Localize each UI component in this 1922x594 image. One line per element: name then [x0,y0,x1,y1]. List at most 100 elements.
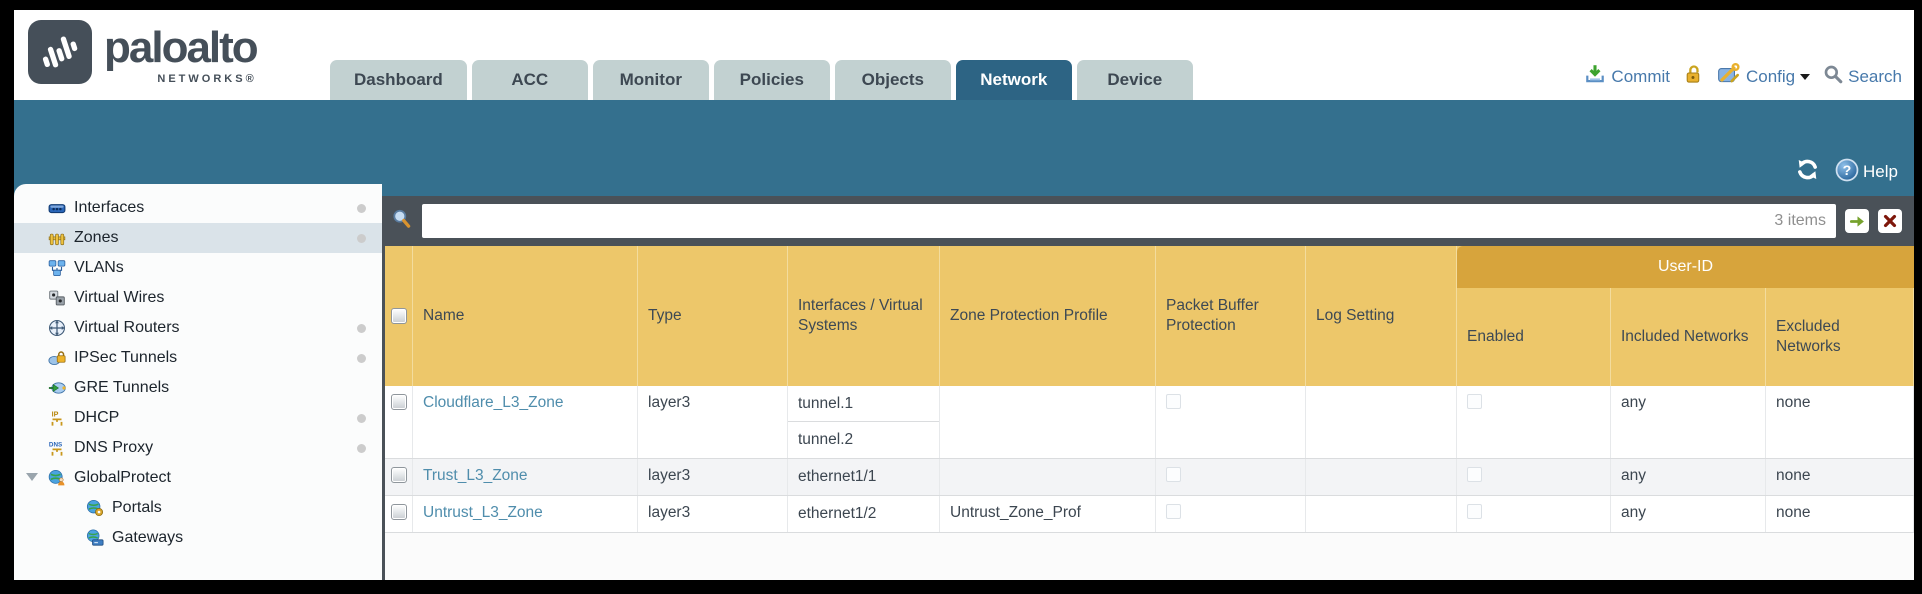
ipsec-tunnels-icon [48,349,66,367]
portals-icon [86,499,104,517]
config-menu-button[interactable]: Config [1717,62,1811,90]
sidebar-item-gateways[interactable]: Gateways [14,523,382,553]
svg-text:?: ? [1843,162,1852,178]
tab-acc[interactable]: ACC [471,60,588,100]
column-header-log-setting[interactable]: Log Setting [1306,246,1457,386]
column-header-interfaces[interactable]: Interfaces / Virtual Systems [788,246,940,386]
sidebar-item-globalprotect[interactable]: GlobalProtect [14,463,382,493]
zone-name-link[interactable]: Trust_L3_Zone [423,467,528,484]
sidebar-item-ipsec-tunnels[interactable]: IPSec Tunnels [14,343,382,373]
cell-excluded-networks: none [1766,459,1914,495]
clear-filter-button[interactable] [1878,209,1902,233]
help-button[interactable]: ? Help [1835,158,1898,187]
cell-included-networks: any [1611,459,1766,495]
cell-user-id-enabled [1457,459,1611,495]
column-header-packet-buffer-protection[interactable]: Packet Buffer Protection [1156,246,1306,386]
commit-button[interactable]: Commit [1584,63,1670,90]
zones-table-header: Name Type Interfaces / Virtual Systems Z… [385,246,1914,386]
refresh-icon[interactable] [1794,156,1821,188]
interfaces-icon [48,199,66,217]
row-select-cell [385,386,413,458]
tab-dashboard[interactable]: Dashboard [330,60,467,100]
sidebar-item-label: Interfaces [74,199,145,216]
cell-user-id-enabled [1457,496,1611,532]
tab-monitor[interactable]: Monitor [592,60,709,100]
select-all-checkbox[interactable] [390,308,407,324]
row-select-checkbox[interactable] [390,394,407,410]
zone-name-link[interactable]: Untrust_L3_Zone [423,504,543,521]
gre-tunnels-icon [48,379,66,397]
sidebar-item-zones[interactable]: Zones [14,223,382,253]
filter-input-box: 3 items [422,204,1836,238]
cell-name: Cloudflare_L3_Zone [413,386,638,458]
header-select-all-cell [385,246,413,386]
column-header-enabled[interactable]: Enabled [1457,288,1611,386]
table-filter-bar: 3 items [385,196,1914,246]
search-button[interactable]: Search [1823,64,1902,89]
column-header-included-networks[interactable]: Included Networks [1611,288,1766,386]
cell-zone-protection-profile [940,459,1156,495]
filter-input[interactable] [432,212,1775,230]
user-id-enabled-checkbox[interactable] [1467,394,1482,409]
sidebar-item-label: Virtual Routers [74,319,180,336]
packet-buffer-protection-checkbox[interactable] [1166,504,1181,519]
column-header-type[interactable]: Type [638,246,788,386]
packet-buffer-protection-checkbox[interactable] [1166,394,1181,409]
tab-policies[interactable]: Policies [713,60,830,100]
sidebar-item-portals[interactable]: Portals [14,493,382,523]
paloalto-logo-icon [28,20,92,84]
user-id-enabled-checkbox[interactable] [1467,467,1482,482]
interface-item: ethernet1/2 [798,505,877,522]
sidebar-item-label: DHCP [74,409,120,426]
sidebar-item-virtual-wires[interactable]: Virtual Wires [14,283,382,313]
cell-zone-protection-profile [940,386,1156,458]
zones-table-body: Cloudflare_L3_Zone layer3 tunnel.1 tunnel.2… [385,386,1914,533]
interface-item: tunnel.1 [788,386,939,422]
cell-type: layer3 [638,496,788,532]
user-id-group-header: User-ID [1457,246,1914,288]
status-dot [357,353,366,363]
zone-name-link[interactable]: Cloudflare_L3_Zone [423,394,564,411]
cell-interfaces: ethernet1/1 [788,459,940,495]
tab-objects[interactable]: Objects [834,60,951,100]
lock-icon[interactable] [1683,64,1704,90]
sidebar-item-interfaces[interactable]: Interfaces [14,193,382,223]
gateways-icon [86,529,104,547]
cell-log-setting [1306,386,1457,458]
cell-interfaces: tunnel.1 tunnel.2 [788,386,940,458]
cell-zone-protection-profile: Untrust_Zone_Prof [940,496,1156,532]
sidebar-item-vlans[interactable]: VLANs [14,253,382,283]
sidebar-item-label: Zones [74,229,119,246]
tab-network[interactable]: Network [955,60,1072,100]
expander-triangle-icon[interactable] [26,473,38,487]
column-header-name[interactable]: Name [413,246,638,386]
sidebar-item-label: GlobalProtect [74,469,171,486]
cell-included-networks: any [1611,386,1766,458]
tab-device[interactable]: Device [1076,60,1193,100]
sidebar-item-virtual-routers[interactable]: Virtual Routers [14,313,382,343]
user-id-enabled-checkbox[interactable] [1467,504,1482,519]
status-dot [357,233,366,243]
status-dot [357,413,366,423]
item-count-label: 3 items [1774,212,1826,229]
cell-included-networks: any [1611,496,1766,532]
filter-magnifier-icon [391,208,413,235]
row-select-checkbox[interactable] [390,467,407,483]
sidebar-item-label: IPSec Tunnels [74,349,178,366]
column-header-excluded-networks[interactable]: Excluded Networks [1766,288,1914,386]
status-dot [357,323,366,333]
interface-item: tunnel.2 [798,431,854,448]
virtual-wires-icon [48,289,66,307]
help-icon: ? [1835,158,1859,187]
packet-buffer-protection-checkbox[interactable] [1166,467,1181,482]
apply-filter-button[interactable] [1845,209,1869,233]
column-header-zone-protection-profile[interactable]: Zone Protection Profile [940,246,1156,386]
status-dot [357,443,366,453]
row-select-checkbox[interactable] [390,504,407,520]
sidebar-item-label: DNS Proxy [74,439,154,456]
zones-icon [48,229,66,247]
sidebar-item-gre-tunnels[interactable]: GRE Tunnels [14,373,382,403]
